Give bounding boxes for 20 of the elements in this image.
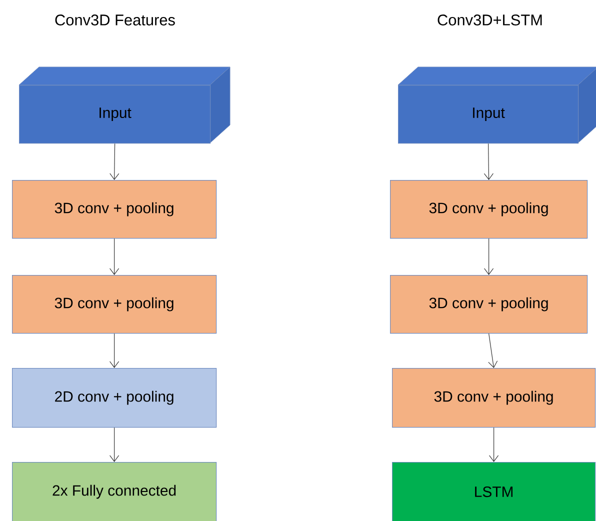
arrow xyxy=(488,333,498,368)
process-box: LSTM xyxy=(392,462,596,521)
arrow xyxy=(489,427,499,462)
process-box: 2x Fully connected xyxy=(12,462,217,521)
cuboid-box: Input xyxy=(18,66,230,144)
column-title: Conv3D Features xyxy=(55,14,175,26)
arrow xyxy=(484,143,494,180)
arrow xyxy=(110,143,120,180)
arrow xyxy=(484,238,494,275)
process-box: 3D conv + pooling xyxy=(390,180,588,239)
process-box: 3D conv + pooling xyxy=(12,274,217,334)
arrow xyxy=(110,238,120,275)
arrow xyxy=(110,333,120,368)
process-box: 3D conv + pooling xyxy=(12,180,217,239)
process-box: 2D conv + pooling xyxy=(12,368,217,428)
arrow xyxy=(110,427,120,462)
process-box: 3D conv + pooling xyxy=(392,368,596,428)
cuboid-box: Input xyxy=(398,66,596,144)
column-title: Conv3D+LSTM xyxy=(438,14,542,26)
process-box: 3D conv + pooling xyxy=(390,274,588,334)
